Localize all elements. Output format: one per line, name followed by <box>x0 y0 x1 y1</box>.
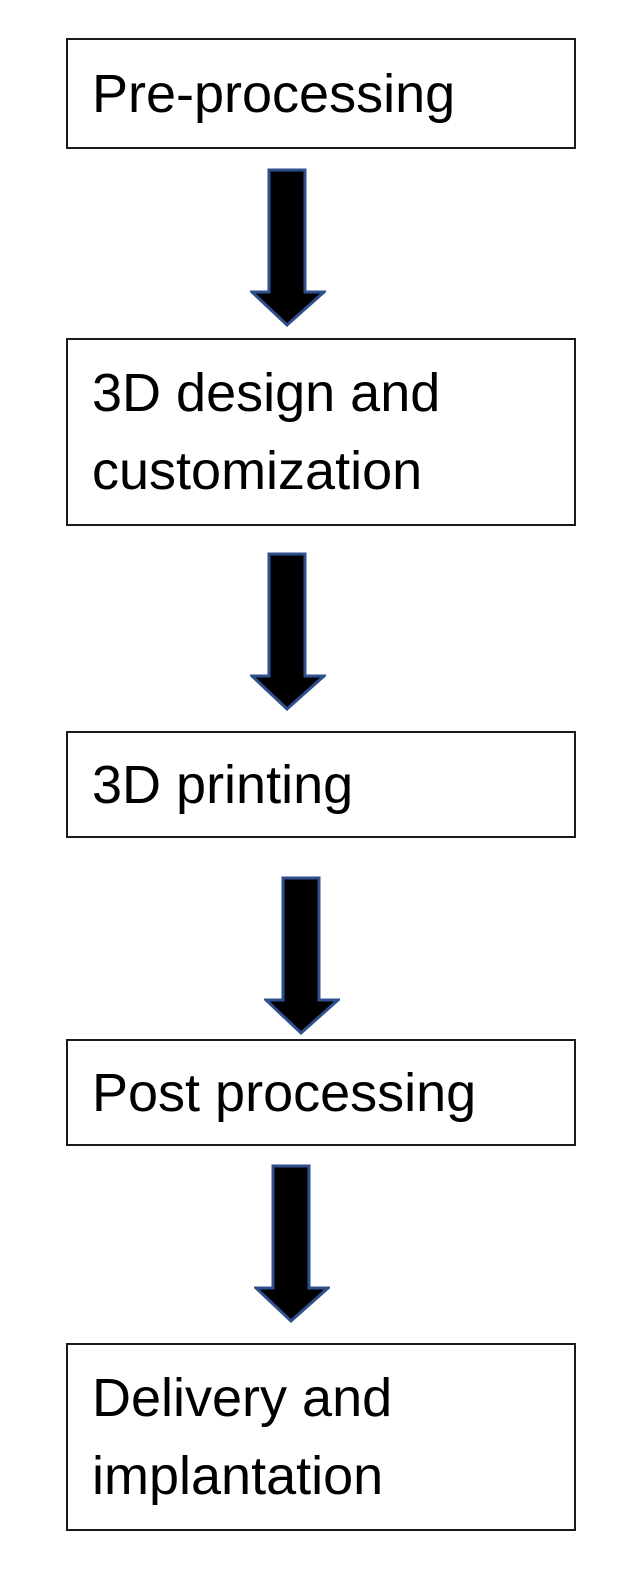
step-label: Post processing <box>92 1062 477 1123</box>
step-label: Pre-processing <box>92 63 456 124</box>
down-arrow-icon <box>250 552 326 712</box>
step-box-pre-processing: Pre-processing <box>66 38 576 149</box>
step-box-3d-printing: 3D printing <box>66 731 576 838</box>
step-label: 3D design and customization <box>92 363 441 501</box>
step-box-3d-design: 3D design and customization <box>66 338 576 526</box>
step-box-post-processing: Post processing <box>66 1039 576 1146</box>
step-label: 3D printing <box>92 754 354 815</box>
step-label: Delivery and implantation <box>92 1368 393 1506</box>
down-arrow-icon <box>254 1164 330 1324</box>
step-box-delivery: Delivery and implantation <box>66 1343 576 1531</box>
down-arrow-icon <box>264 876 340 1036</box>
down-arrow-icon <box>250 168 326 328</box>
